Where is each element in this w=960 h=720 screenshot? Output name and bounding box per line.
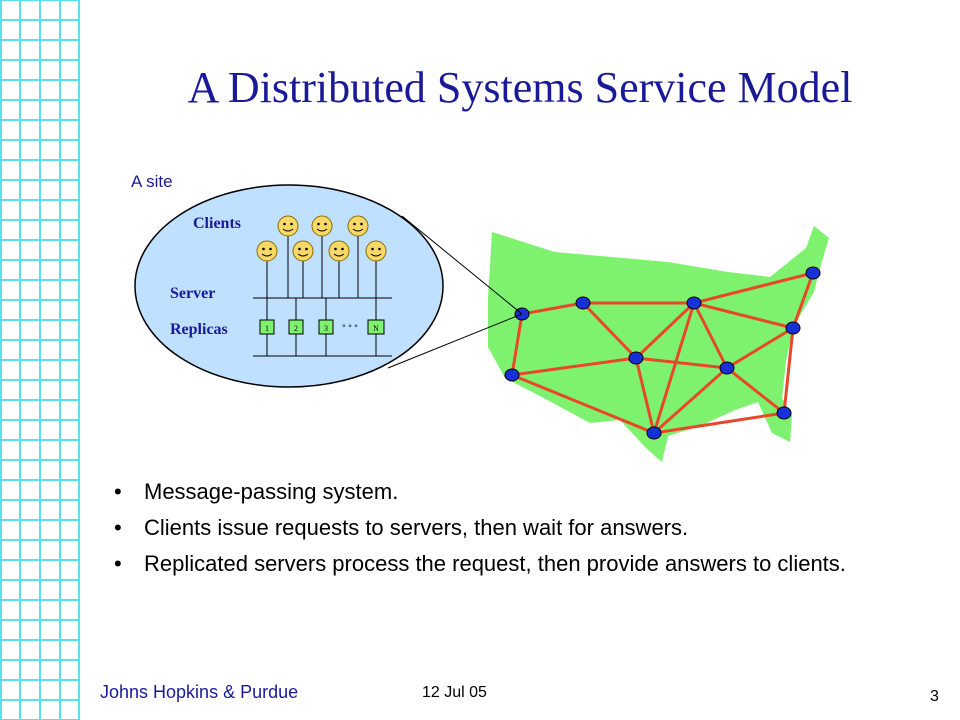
network-node (575, 296, 591, 310)
replicas-label: Replicas (170, 321, 228, 338)
smiley-icon (292, 240, 314, 262)
network-node (646, 426, 662, 440)
clients-label: Clients (193, 215, 241, 232)
network-node (776, 406, 792, 420)
usa-map-shape (488, 226, 829, 462)
smiley-icon (347, 215, 369, 237)
site-label: A site (131, 172, 173, 191)
zoom-line-top (401, 215, 523, 315)
smiley-icon (328, 240, 350, 262)
left-grid-decoration (0, 0, 80, 720)
zoom-line-bottom (387, 313, 523, 369)
site-bubble (134, 184, 444, 388)
network-node (686, 296, 702, 310)
bullet-item: • Clients issue requests to servers, then… (108, 514, 908, 542)
network-node (805, 266, 821, 280)
replica-box (318, 319, 334, 335)
smiley-icon (256, 240, 278, 262)
network-edges (510, 271, 815, 435)
replica-box (367, 319, 385, 335)
smiley-icon (311, 215, 333, 237)
bullet-list: • Message-passing system. • Clients issue … (108, 478, 908, 586)
footer-institution: Johns Hopkins & Purdue (100, 682, 299, 702)
footer-date: 12 Jul 05 (422, 684, 487, 701)
bullet-text: Message-passing system. (144, 479, 399, 504)
bullet-text: Replicated servers process the request, … (144, 551, 846, 576)
replica-box (288, 319, 304, 335)
client-faces (256, 215, 387, 262)
replica-box-label: 1 (265, 324, 269, 333)
replica-ellipsis: ° ° ° (342, 323, 358, 333)
bullet-symbol: • (114, 479, 122, 504)
replica-box-label: 2 (294, 324, 298, 333)
smiley-icon (365, 240, 387, 262)
network-node (785, 321, 801, 335)
bullet-symbol: • (114, 515, 122, 540)
replica-boxes: 1 2 3 ° ° ° N (259, 319, 385, 335)
smiley-icon (277, 215, 299, 237)
replica-box-label: N (373, 324, 379, 333)
replica-box-label: 3 (324, 324, 328, 333)
network-node (628, 351, 644, 365)
bullet-text: Clients issue requests to servers, then … (144, 515, 689, 540)
server-label: Server (170, 285, 215, 302)
page-number: 3 (930, 688, 939, 705)
network-node (504, 368, 520, 382)
replica-box (259, 319, 275, 335)
bullet-symbol: • (114, 551, 122, 576)
bullet-item: • Message-passing system. (108, 478, 908, 506)
bullet-item: • Replicated servers process the request,… (108, 550, 908, 578)
network-nodes (504, 266, 821, 440)
network-node (719, 361, 735, 375)
slide-title: A Distributed Systems Service Model (187, 63, 853, 112)
